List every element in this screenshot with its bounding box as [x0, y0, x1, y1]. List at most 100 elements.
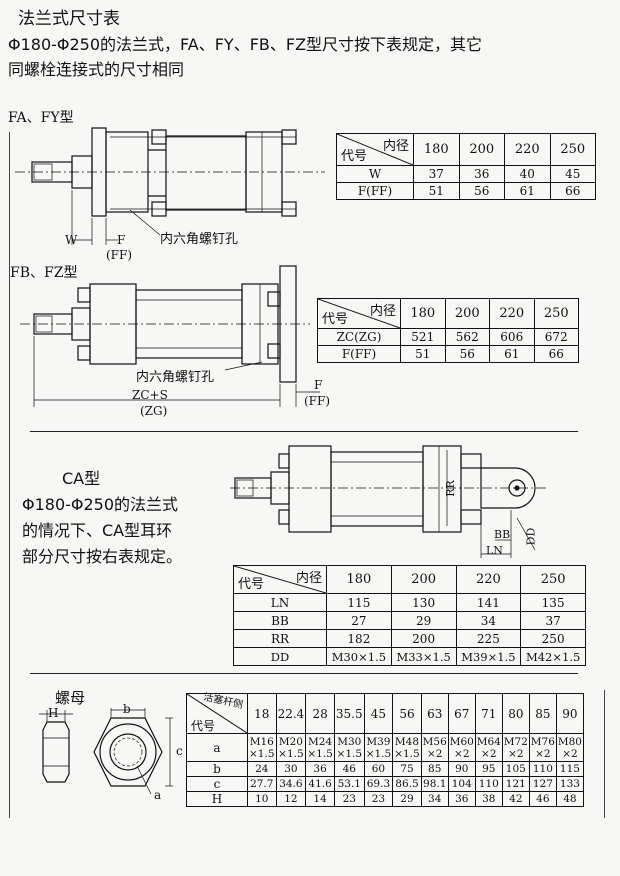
fa-dim-f: F [117, 233, 126, 247]
nut-section-label: 螺母 [55, 689, 86, 707]
thread-size: M72 [503, 735, 528, 748]
fb-section-label: FB、FZ型 [10, 265, 78, 281]
ca-col-header: 200 [390, 565, 457, 594]
thread-pitch: ×2 [454, 747, 470, 760]
table-cell: 121 [501, 776, 530, 792]
ca-dim-rr: RR [443, 480, 457, 497]
ca-col-header: 250 [520, 565, 586, 594]
table-cell: 66 [549, 182, 596, 200]
table-cell: M30×1.5 [326, 647, 392, 666]
table-cell: 27.7 [247, 776, 277, 792]
table-cell: 61 [504, 182, 551, 200]
ca-section-label: CA型 [62, 469, 101, 488]
table-cell: 30 [275, 761, 307, 777]
nut-drawing [39, 708, 173, 795]
ca-col-header: 220 [455, 565, 522, 594]
thread-size: M60 [449, 735, 474, 748]
fa-cylinder-drawing [15, 127, 325, 245]
thread-size: M16 [249, 735, 274, 748]
table-cell: 38 [474, 791, 503, 807]
page-title: 法兰式尺寸表 [18, 9, 120, 29]
nut-dim-b: b [123, 702, 131, 716]
table-cell: 51 [400, 345, 446, 363]
fa-section-label: FA、FY型 [8, 110, 74, 126]
ca-text-line-2: 的情况下、CA型耳环 [22, 521, 173, 540]
nut-col-header: 28 [305, 693, 335, 734]
left-border-line [9, 132, 10, 818]
table-row: b 24 30 36 46 60 75 85 90 95 105 110 115 [186, 761, 585, 777]
nut-dim-h: H [48, 706, 59, 720]
table-cell: 606 [489, 328, 535, 346]
table-cell: M24×1.5 [305, 733, 335, 762]
table-cell: 90 [447, 761, 476, 777]
table-cell: M16×1.5 [247, 733, 277, 762]
table-cell: 105 [501, 761, 530, 777]
table-cell: 56 [458, 182, 505, 200]
table-cell: 14 [305, 791, 335, 807]
row-code: RR [233, 629, 327, 648]
ca-dim-ln: LN [486, 544, 503, 557]
table-cell: M76×2 [528, 733, 557, 762]
row-code: LN [233, 593, 327, 612]
thread-pitch: ×2 [426, 747, 443, 760]
section-divider [30, 431, 578, 432]
table-cell: 46 [333, 761, 365, 777]
table-cell: 182 [326, 629, 392, 648]
right-border-line [604, 690, 605, 818]
row-code: ZC(ZG) [317, 328, 401, 346]
fa-dim-w: W [65, 233, 78, 247]
table-cell: 85 [420, 761, 449, 777]
table-cell: 37 [413, 165, 460, 183]
thread-size: M76 [530, 735, 555, 748]
ca-text-block: CA型 Φ180-Φ250的法兰式 的情况下、CA型耳环 部分尺寸按右表规定。 [22, 466, 182, 570]
table-cell: 95 [474, 761, 503, 777]
fa-col-header: 220 [504, 133, 551, 166]
table-cell: M64×2 [474, 733, 503, 762]
nut-col-header: 35.5 [333, 693, 365, 734]
table-cell: 34.6 [275, 776, 307, 792]
thread-pitch: ×2 [562, 747, 578, 760]
nut-col-header: 80 [501, 693, 530, 734]
table-cell: M39×1.5 [363, 733, 394, 762]
table-cell: 41.6 [305, 776, 335, 792]
table-cell: 24 [247, 761, 277, 777]
table-row: LN 115 130 141 135 [233, 593, 586, 612]
thread-size: M80 [557, 735, 582, 748]
table-cell: 562 [444, 328, 490, 346]
thread-size: M20 [278, 735, 303, 748]
ca-dim-dd: DD [524, 527, 538, 546]
fb-callout-label: 内六角螺钉孔 [136, 370, 215, 385]
table-cell: 36 [458, 165, 505, 183]
thread-pitch: ×1.5 [394, 747, 420, 760]
table-row: ZC(ZG) 521 562 606 672 [317, 328, 579, 346]
table-cell: 127 [528, 776, 557, 792]
fa-dimension-table: 内径 代号 180 200 220 250 W 37 36 40 45 F(FF… [336, 133, 596, 200]
table-cell: M39×1.5 [455, 647, 522, 666]
table-cell: 133 [555, 776, 585, 792]
nut-col-header: 90 [555, 693, 585, 734]
fb-col-header: 250 [533, 298, 579, 329]
nut-col-header: 22.4 [275, 693, 307, 734]
thread-pitch: ×1.5 [278, 747, 304, 760]
table-cell: 110 [474, 776, 503, 792]
table-cell: 521 [400, 328, 446, 346]
table-row: RR 182 200 225 250 [233, 629, 586, 648]
ca-text-line-3: 部分尺寸按右表规定。 [22, 547, 183, 566]
thread-size: M39 [366, 735, 391, 748]
row-code: F(FF) [336, 182, 414, 200]
thread-pitch: ×1.5 [365, 747, 392, 760]
fa-dim-ff: (FF) [106, 248, 133, 262]
table-cell: 42 [501, 791, 530, 807]
fa-header-bottom: 代号 [341, 149, 368, 164]
thread-pitch: ×2 [481, 747, 497, 760]
intro-line-1: Φ180-Φ250的法兰式，FA、FY、FB、FZ型尺寸按下表规定，其它 [8, 35, 483, 54]
nut-header-bottom: 代号 [191, 719, 216, 733]
table-cell: M30×1.5 [333, 733, 365, 762]
table-cell: 225 [455, 629, 522, 648]
table-row: BB 27 29 34 37 [233, 611, 586, 630]
table-cell: 46 [528, 791, 557, 807]
table-cell: M48×1.5 [392, 733, 422, 762]
ca-cylinder-drawing [230, 445, 547, 558]
table-cell: 200 [390, 629, 457, 648]
table-row: H 10 12 14 23 23 29 34 36 38 42 46 48 [186, 791, 585, 807]
